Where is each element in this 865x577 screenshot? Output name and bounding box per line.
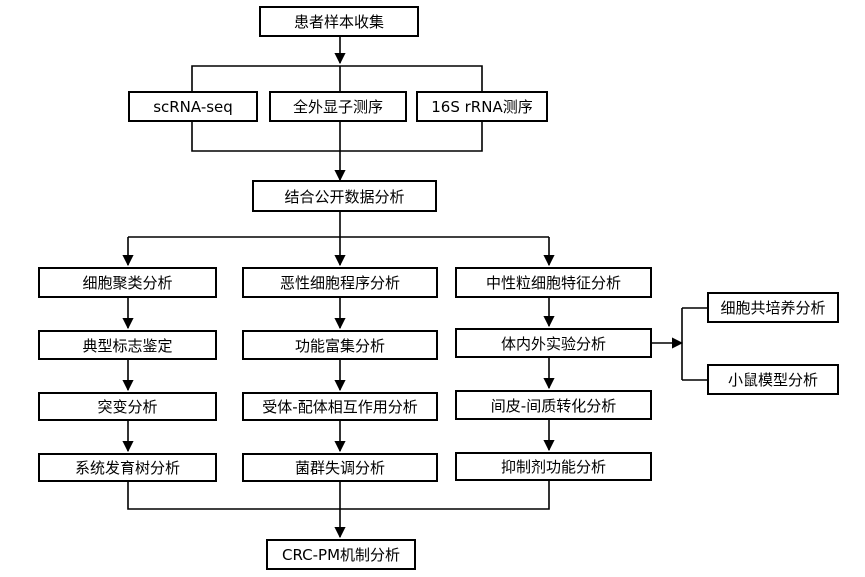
node-scrna-seq: scRNA-seq	[128, 91, 258, 122]
node-integrate: 结合公开数据分析	[252, 180, 437, 212]
node-in-vivo-vitro: 体内外实验分析	[455, 328, 652, 358]
node-mouse-model: 小鼠模型分析	[707, 364, 839, 395]
node-neutrophil: 中性粒细胞特征分析	[455, 267, 652, 298]
node-cell-clustering: 细胞聚类分析	[38, 267, 217, 298]
node-crc-pm: CRC-PM机制分析	[266, 539, 416, 570]
node-16s: 16S rRNA测序	[416, 91, 548, 122]
node-coculture: 细胞共培养分析	[707, 292, 839, 323]
node-mutation: 突变分析	[38, 392, 217, 421]
node-phylogeny: 系统发育树分析	[38, 453, 217, 482]
node-enrichment: 功能富集分析	[242, 330, 438, 360]
node-malignant-program: 恶性细胞程序分析	[242, 267, 438, 298]
node-marker-identification: 典型标志鉴定	[38, 330, 217, 360]
node-dysbiosis: 菌群失调分析	[242, 453, 438, 482]
node-emt: 间皮-间质转化分析	[455, 390, 652, 420]
node-receptor-ligand: 受体-配体相互作用分析	[242, 392, 438, 421]
node-collect: 患者样本收集	[259, 6, 419, 37]
node-wes: 全外显子测序	[269, 91, 407, 122]
node-inhibitor: 抑制剂功能分析	[455, 452, 652, 481]
